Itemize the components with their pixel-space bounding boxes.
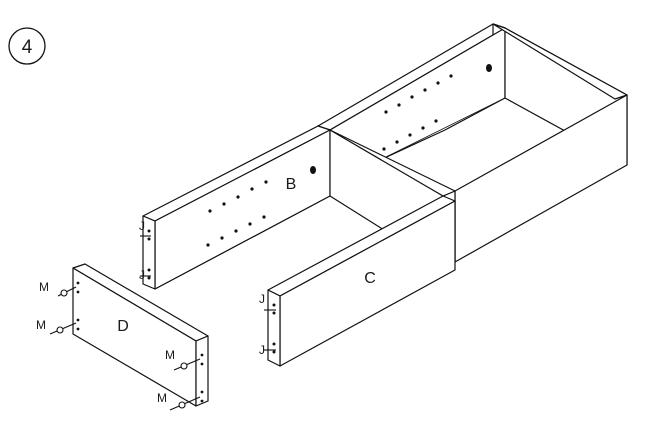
- label-j-2: J: [139, 268, 145, 282]
- drawer-floor-back: [154, 195, 331, 290]
- label-m-3: M: [165, 348, 175, 362]
- screw-m-2: [49, 322, 77, 335]
- front-drawer: [49, 125, 456, 411]
- label-part-d: D: [117, 318, 129, 335]
- screw-m-4: [169, 396, 201, 411]
- panel-d-edge: [195, 335, 209, 407]
- label-m-4: M: [157, 391, 167, 405]
- label-m-2: M: [36, 318, 46, 332]
- rear-back-holes: [382, 64, 492, 151]
- panel-b-dowels: [140, 229, 151, 280]
- label-j-1: J: [139, 219, 145, 233]
- rear-box: [317, 23, 628, 268]
- label-j-3: J: [259, 292, 265, 306]
- label-j-4: J: [259, 343, 265, 357]
- screw-m-3: [173, 358, 201, 371]
- rear-front-face: [454, 94, 628, 263]
- rear-back-inner: [329, 27, 506, 161]
- panel-c-dowels: [264, 303, 276, 354]
- step-number: 4: [22, 37, 33, 58]
- label-part-c: C: [364, 270, 376, 287]
- panel-b-holes: [206, 166, 316, 247]
- step-circle: [8, 27, 46, 65]
- panel-c-end: [267, 289, 281, 367]
- label-part-b: B: [286, 176, 297, 193]
- panel-d-holes: [76, 281, 204, 403]
- step-badge: 4: [8, 27, 46, 65]
- label-m-1: M: [39, 280, 49, 294]
- panel-d-face: [72, 267, 197, 407]
- rear-floor-back: [379, 97, 506, 161]
- screw-m-1: [57, 286, 77, 297]
